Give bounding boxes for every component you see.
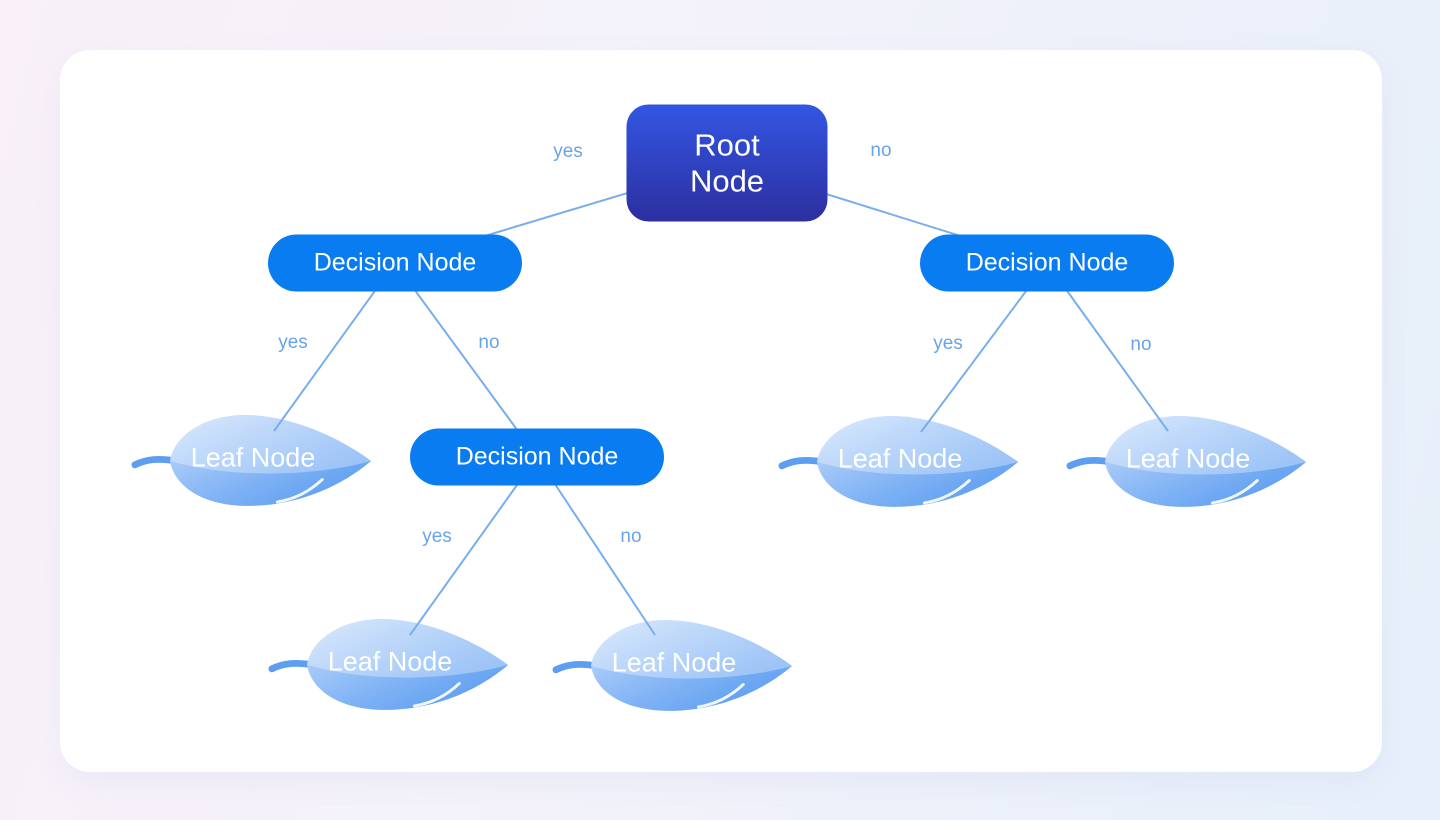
decision-node-left: Decision Node bbox=[268, 234, 522, 292]
decision-node-middle: Decision Node bbox=[410, 428, 664, 486]
decision-node-right: Decision Node bbox=[920, 234, 1174, 292]
edge-label-yes: yes bbox=[278, 332, 308, 353]
leaf-node-label: Leaf Node bbox=[837, 443, 963, 474]
decision-node-label: Decision Node bbox=[455, 442, 619, 471]
edge-label-yes: yes bbox=[422, 526, 452, 547]
edge-label-no: no bbox=[620, 526, 642, 547]
leaf-node-label: Leaf Node bbox=[327, 646, 453, 677]
edge-label-no: no bbox=[478, 332, 500, 353]
edge-label-no: no bbox=[870, 140, 892, 161]
root-node: Root Node bbox=[626, 104, 828, 222]
leaf-node-label: Leaf Node bbox=[190, 442, 316, 473]
edge-label-yes: yes bbox=[553, 141, 583, 162]
leaf-node-label: Leaf Node bbox=[1125, 443, 1251, 474]
decision-node-label: Decision Node bbox=[965, 248, 1129, 277]
decision-node-label: Decision Node bbox=[313, 248, 477, 277]
edge-label-yes: yes bbox=[933, 333, 963, 354]
edge-label-no: no bbox=[1130, 334, 1152, 355]
root-node-label: Root Node bbox=[689, 127, 765, 198]
leaf-node-label: Leaf Node bbox=[611, 647, 737, 678]
